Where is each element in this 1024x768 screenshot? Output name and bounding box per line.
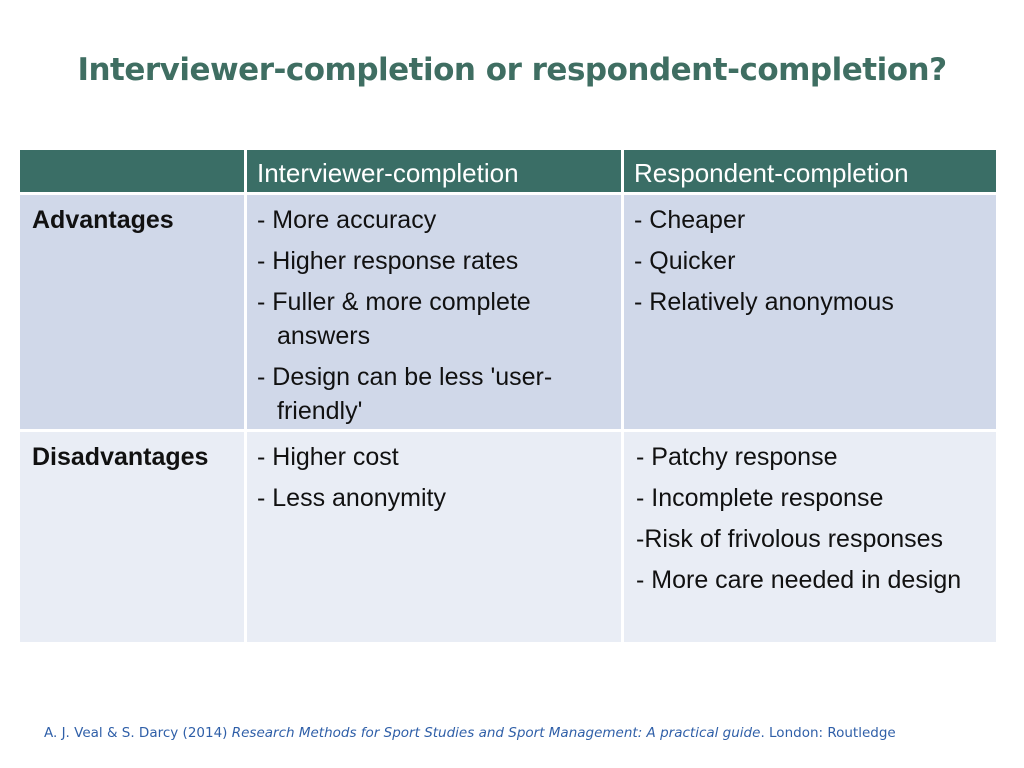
list-item: - Incomplete response (636, 484, 884, 512)
advantages-interviewer-cell: - More accuracy - Higher response rates … (247, 195, 621, 429)
citation: A. J. Veal & S. Darcy (2014) Research Me… (44, 725, 896, 741)
list-item: -Risk of frivolous responses (636, 525, 944, 553)
slide-title: Interviewer-completion or respondent-com… (77, 52, 947, 88)
citation-book-title: Research Methods for Sport Studies and S… (231, 725, 761, 741)
citation-publisher: . London: Routledge (760, 725, 896, 741)
list-item: - Higher response rates (257, 247, 519, 275)
list-item: - More care needed in design (636, 566, 962, 594)
list-item: - Relatively anonymous (634, 288, 894, 316)
disadvantages-respondent-cell: - Patchy response - Incomplete response … (624, 432, 996, 642)
row-label-advantages: Advantages (20, 195, 244, 429)
citation-authors: A. J. Veal & S. Darcy (2014) (44, 725, 232, 741)
list-item: - Higher cost (257, 443, 399, 471)
header-corner-cell (20, 150, 244, 192)
advantages-respondent-cell: - Cheaper - Quicker - Relatively anonymo… (624, 195, 996, 429)
list-item: - Quicker (634, 247, 736, 275)
header-respondent-completion: Respondent-completion (624, 150, 996, 192)
row-label-disadvantages: Disadvantages (20, 432, 244, 642)
list-item: - More accuracy (257, 206, 437, 234)
list-item: - Design can be less 'user-friendly' (257, 363, 553, 425)
list-item: - Patchy response (636, 443, 838, 471)
header-interviewer-completion: Interviewer-completion (247, 150, 621, 192)
list-item: - Fuller & more complete answers (257, 288, 531, 350)
comparison-table: Interviewer-completion Respondent-comple… (20, 150, 996, 642)
list-item: - Cheaper (634, 206, 746, 234)
list-item: - Less anonymity (257, 484, 446, 512)
disadvantages-interviewer-cell: - Higher cost - Less anonymity (247, 432, 621, 642)
